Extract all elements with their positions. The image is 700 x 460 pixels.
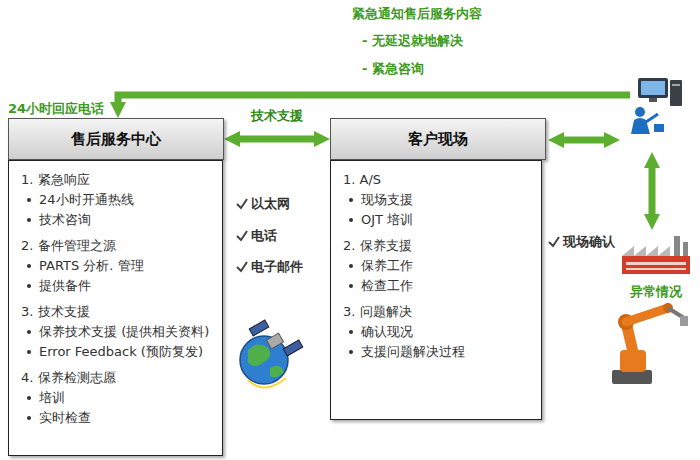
note-label: 紧急通知售后服务内容 <box>352 5 482 23</box>
section-heading: 2. 备件管理之源 <box>15 237 214 254</box>
bullet-item: PARTS 分析. 管理 <box>15 257 214 274</box>
double-arrow <box>240 136 314 143</box>
list-box: 1. A/S 现场支援 OJT 培训 2. 保养支援保养工作检查工作 3. 问题解决确认… <box>330 160 542 420</box>
bullet-item: 保养工作 <box>337 257 533 274</box>
box-title: 售后服务中心 <box>71 130 161 149</box>
bullet-item: 培训 <box>15 389 214 406</box>
bullet-item: 技术咨询 <box>15 211 214 228</box>
robot-arm-icon <box>612 303 688 384</box>
note-label: 24小时回应电话 <box>8 100 104 118</box>
note-label: 电子邮件 <box>251 258 303 276</box>
box-title: 客户现场 <box>408 130 468 149</box>
bullet-item: 24小时开通热线 <box>15 191 214 208</box>
bullet-item: 检查工作 <box>337 277 533 294</box>
confirm-arrow <box>649 168 656 214</box>
edge-label: 技术支援 <box>249 107 305 125</box>
header-box: 客户现场 <box>330 118 546 160</box>
section-heading: 1. A/S <box>337 171 533 188</box>
section-heading: 3. 技术支援 <box>15 303 214 320</box>
note-label: 异常情况 <box>630 283 682 301</box>
section-heading: 4. 保养检测志愿 <box>15 369 214 386</box>
note-label: - 无延迟就地解决 <box>362 32 463 50</box>
note-label: 现场确认 <box>563 233 615 251</box>
note-label: 以太网 <box>251 195 290 213</box>
satellite-icon <box>240 320 303 387</box>
section-heading: 1. 紧急响应 <box>15 171 214 188</box>
list-box: 1. 紧急响应 24小时开通热线技术咨询 2. 备件管理之源 PARTS 分析. 管理… <box>8 160 223 456</box>
bullet-item: 现场支援 <box>337 191 533 208</box>
factory-icon <box>622 236 690 274</box>
note-label: 电话 <box>251 227 277 245</box>
computer-icon <box>638 78 682 106</box>
notify-arrow <box>118 95 630 102</box>
site-arrow <box>564 137 604 144</box>
bullet-item: 确认现况 <box>337 323 533 340</box>
bullet-item: 提供备件 <box>15 277 214 294</box>
bullet-item: OJT 培训 <box>337 211 533 228</box>
section-heading: 2. 保养支援 <box>337 237 533 254</box>
bullet-item: 实时检查 <box>15 409 214 426</box>
bullet-item: 支援问题解决过程 <box>337 343 533 360</box>
bullet-item: Error Feedback (预防复发) <box>15 343 214 360</box>
note-label: - 紧急咨询 <box>362 60 424 78</box>
bullet-item: 保养技术支援 (提供相关资料) <box>15 323 214 340</box>
person-icon <box>631 107 664 134</box>
header-box: 售后服务中心 <box>8 118 224 160</box>
section-heading: 3. 问题解决 <box>337 303 533 320</box>
